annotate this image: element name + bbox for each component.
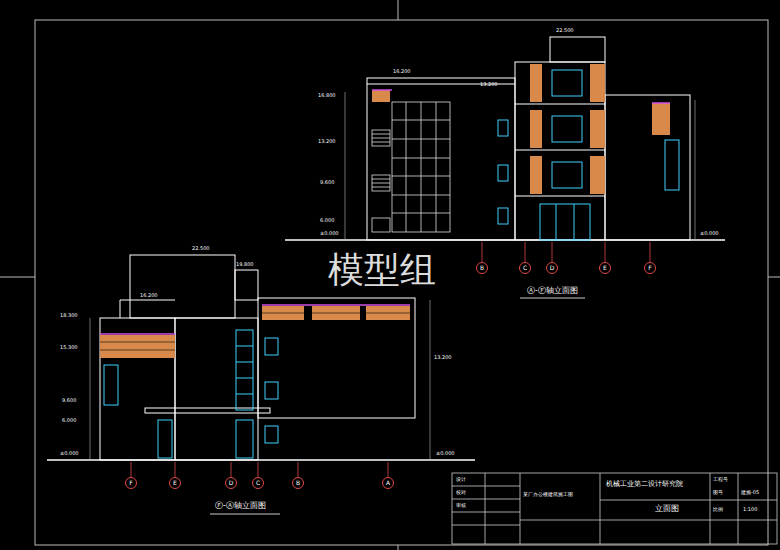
axis-bubble: E: [169, 477, 181, 489]
axis-letter: E: [603, 265, 607, 271]
elevation-mark: 13.200: [434, 355, 452, 361]
title-block-text: 设计: [456, 477, 466, 483]
elevation-mark: 18.300: [60, 313, 78, 319]
axis-letter: F: [648, 265, 651, 271]
title-block-text: 工程号: [713, 477, 728, 483]
axis-letter: E: [173, 480, 177, 486]
axis-letter: B: [480, 265, 484, 271]
elevation-mark: 6.000: [320, 218, 334, 224]
view-title: Ⓕ-Ⓐ轴立面图: [215, 502, 266, 511]
elevation-mark: 13.200: [480, 82, 498, 88]
axis-bubble: B: [476, 262, 488, 274]
axis-bubble: B: [292, 477, 304, 489]
title-block-text: 审核: [456, 503, 466, 509]
axis-bubble: A: [382, 477, 394, 489]
axis-letter: C: [523, 265, 527, 271]
elevation-mark: ±0.000: [700, 231, 719, 237]
elevation-mark: 22.500: [192, 246, 210, 252]
elevation-mark: 6.000: [62, 418, 76, 424]
elevation-mark: 19.800: [236, 262, 254, 268]
title-block-text: 1:100: [743, 507, 757, 513]
axis-letter: A: [386, 480, 390, 486]
elevation-mark: 15.300: [60, 345, 78, 351]
elevation-mark: ±0.000: [320, 231, 339, 237]
elevation-mark: ±0.000: [60, 451, 79, 457]
title-block-text: 机械工业第二设计研究院: [606, 481, 683, 489]
elevation-mark: ±0.000: [436, 451, 455, 457]
elevation-mark: 13.200: [318, 139, 336, 145]
axis-letter: D: [229, 480, 234, 486]
watermark: 模型组: [328, 250, 436, 290]
axis-letter: F: [129, 480, 132, 486]
view-title: Ⓐ-Ⓕ轴立面图: [527, 287, 578, 296]
elevation-mark: 9.600: [62, 398, 76, 404]
title-block-text: 建施-05: [741, 490, 759, 496]
elevation-mark: 9.600: [320, 180, 334, 186]
elevation-mark: 16.200: [393, 69, 411, 75]
elevation-mark: 16.800: [318, 93, 336, 99]
title-block-text: 图号: [713, 490, 723, 496]
axis-letter: D: [550, 265, 555, 271]
axis-letter: B: [296, 480, 300, 486]
axis-bubble: D: [546, 262, 558, 274]
axis-bubble: F: [125, 477, 137, 489]
axis-bubble: D: [225, 477, 237, 489]
axis-bubble: C: [252, 477, 264, 489]
axis-bubble: C: [519, 262, 531, 274]
axis-bubble: E: [599, 262, 611, 274]
axis-bubble: F: [644, 262, 656, 274]
title-block-text: 比例: [713, 507, 723, 513]
title-block-text: 校对: [456, 490, 466, 496]
title-block-text: 某厂办公楼建筑施工图: [523, 492, 573, 498]
title-block-text: 立面图: [655, 505, 679, 514]
elevation-mark: 22.500: [556, 28, 574, 34]
axis-letter: C: [256, 480, 260, 486]
elevation-mark: 16.200: [140, 293, 158, 299]
